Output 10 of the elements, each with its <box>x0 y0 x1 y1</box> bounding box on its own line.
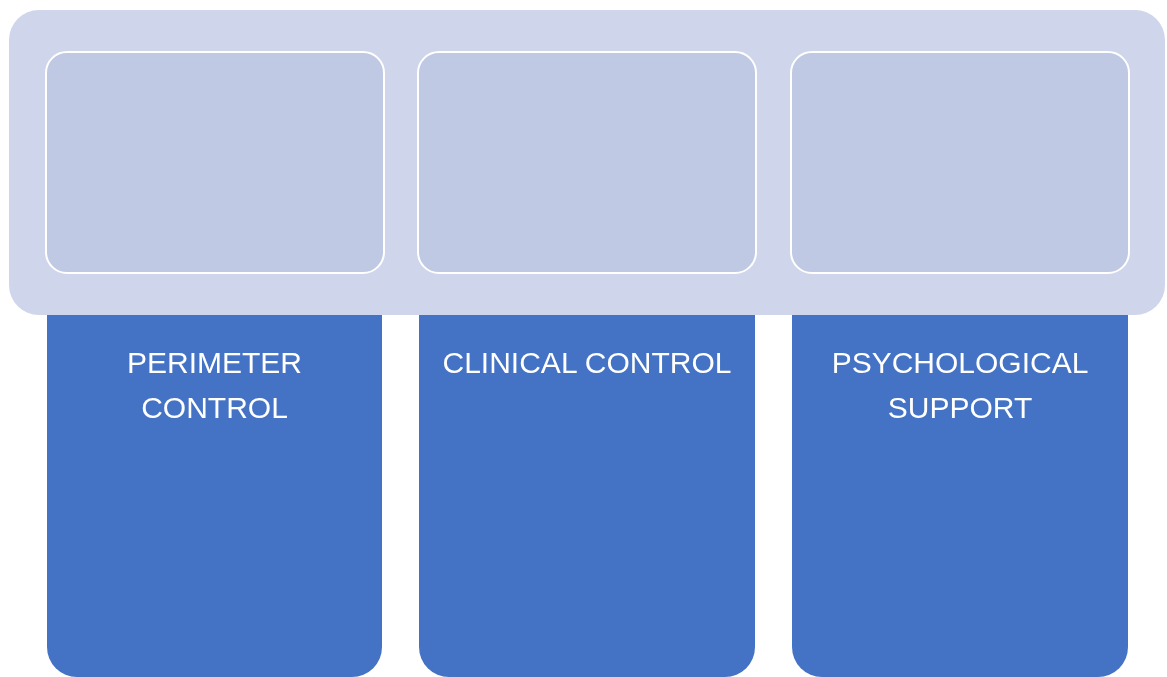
category-label: CLINICAL CONTROL <box>441 345 733 381</box>
category-box <box>47 315 382 677</box>
category-label: PSYCHOLOGICAL SUPPORT <box>830 345 1090 426</box>
category-box <box>419 315 755 677</box>
panel-band <box>9 10 1165 315</box>
placeholder-box <box>790 51 1130 274</box>
category-label: PERIMETER CONTROL <box>126 345 303 426</box>
placeholder-box <box>45 51 385 274</box>
category-box <box>792 315 1128 677</box>
placeholder-box <box>417 51 757 274</box>
